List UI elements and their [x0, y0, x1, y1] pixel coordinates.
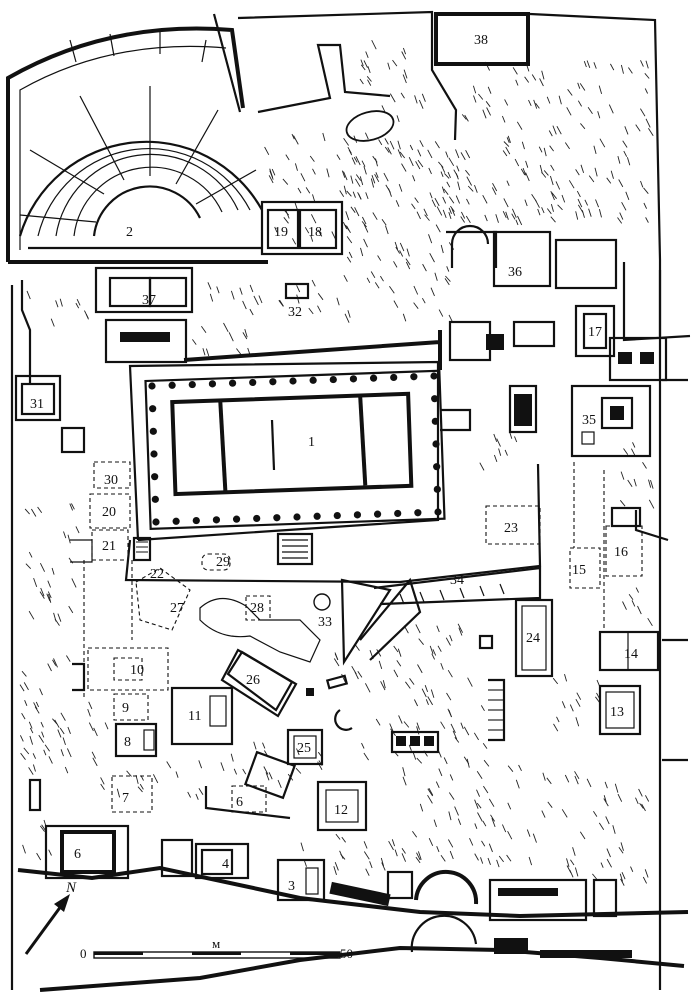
- plan-label-31: 31: [30, 397, 44, 412]
- temple-column: [431, 395, 439, 403]
- plan-label-22: 22: [150, 567, 164, 582]
- plan-label-33: 33: [318, 615, 332, 630]
- plan-label-3: 3: [288, 879, 295, 894]
- temple-column: [152, 518, 160, 526]
- temple-column: [253, 514, 261, 523]
- plan-label-27: 27: [170, 601, 184, 616]
- temple-column: [434, 508, 442, 516]
- temple-column: [188, 380, 196, 389]
- plan-label-23: 23: [504, 521, 518, 536]
- plan-label-26: 26: [246, 673, 260, 688]
- plan-label-4: 4: [222, 857, 229, 872]
- temple-column: [228, 379, 237, 387]
- temple-column: [349, 375, 358, 383]
- temple-column: [151, 495, 159, 503]
- temple-of-apollo: [128, 360, 472, 542]
- plan-label-14: 14: [624, 647, 638, 662]
- temple-column: [432, 440, 440, 448]
- mid-left-structures: [70, 461, 541, 700]
- temple-column: [373, 510, 382, 518]
- temple-column: [433, 485, 441, 493]
- temple-column: [208, 380, 217, 388]
- plan-label-8: 8: [124, 735, 131, 750]
- plan-label-37: 37: [142, 293, 156, 308]
- north-label: N: [65, 880, 77, 896]
- plan-label-10: 10: [130, 663, 144, 678]
- plan-label-17: 17: [588, 325, 602, 340]
- temple-column: [309, 376, 317, 384]
- temple-column: [431, 417, 439, 425]
- plan-label-1: 1: [308, 435, 315, 450]
- temple-column: [150, 450, 158, 458]
- temple-column: [232, 515, 241, 523]
- temple-column: [269, 378, 277, 386]
- temple-column: [333, 511, 341, 520]
- north-arrow: N: [24, 880, 77, 955]
- plan-labels: 1234667891011121314151617181920212223242…: [30, 33, 638, 894]
- plan-label-28: 28: [250, 601, 264, 616]
- plan-label-29: 29: [216, 555, 230, 570]
- plan-label-7: 7: [122, 791, 129, 806]
- temple-column: [433, 463, 441, 471]
- plan-label-9: 9: [122, 701, 129, 716]
- plan-label-35: 35: [582, 413, 596, 428]
- temple-column: [212, 516, 221, 524]
- temple-column: [149, 427, 157, 435]
- plan-label-15: 15: [572, 563, 586, 578]
- upper-buildings: [14, 12, 691, 458]
- plan-label-24: 24: [526, 631, 540, 646]
- scale-start-label: 0: [80, 946, 87, 961]
- temple-column: [313, 512, 321, 520]
- scale-bar: 0 м 50: [80, 936, 353, 961]
- temple-column: [430, 372, 438, 380]
- plan-label-20: 20: [102, 505, 116, 520]
- temple-column: [168, 381, 176, 389]
- temple-column: [149, 405, 157, 413]
- plan-label-30: 30: [104, 473, 118, 488]
- plan-label-12: 12: [334, 803, 348, 818]
- temple-column: [192, 516, 200, 525]
- scale-unit-label: м: [212, 936, 220, 951]
- temple-column: [293, 513, 301, 521]
- scale-end-label: 50: [340, 946, 353, 961]
- temple-column: [394, 509, 402, 518]
- plan-label-16: 16: [614, 545, 628, 560]
- plan-label-36: 36: [508, 265, 522, 280]
- temple-column: [410, 373, 418, 381]
- plan-label-34: 34: [450, 573, 464, 588]
- lower-structures: [28, 462, 669, 958]
- plan-label-2: 2: [126, 225, 133, 240]
- temple-column: [353, 511, 362, 519]
- plan-label-6b: 6: [236, 795, 243, 810]
- plan-label-21: 21: [102, 539, 116, 554]
- terrain-hatching: [19, 39, 655, 886]
- plan-label-25: 25: [297, 741, 311, 756]
- plan-label-32: 32: [288, 305, 302, 320]
- temple-column: [151, 473, 159, 481]
- plan-label-19: 19: [274, 225, 288, 240]
- plan-label-18: 18: [308, 225, 322, 240]
- temple-column: [148, 382, 156, 390]
- theatre: [6, 26, 268, 264]
- temple-column: [273, 514, 281, 522]
- temple-column: [172, 517, 180, 525]
- plan-label-6a: 6: [74, 847, 81, 862]
- temple-column: [249, 378, 257, 387]
- temple-column: [329, 375, 337, 384]
- plan-label-13: 13: [610, 705, 624, 720]
- plan-label-11: 11: [188, 709, 201, 724]
- temple-column: [289, 377, 297, 385]
- temple-column: [369, 374, 378, 382]
- plan-label-38: 38: [474, 33, 488, 48]
- temple-column: [414, 509, 422, 517]
- temple-column: [390, 373, 398, 382]
